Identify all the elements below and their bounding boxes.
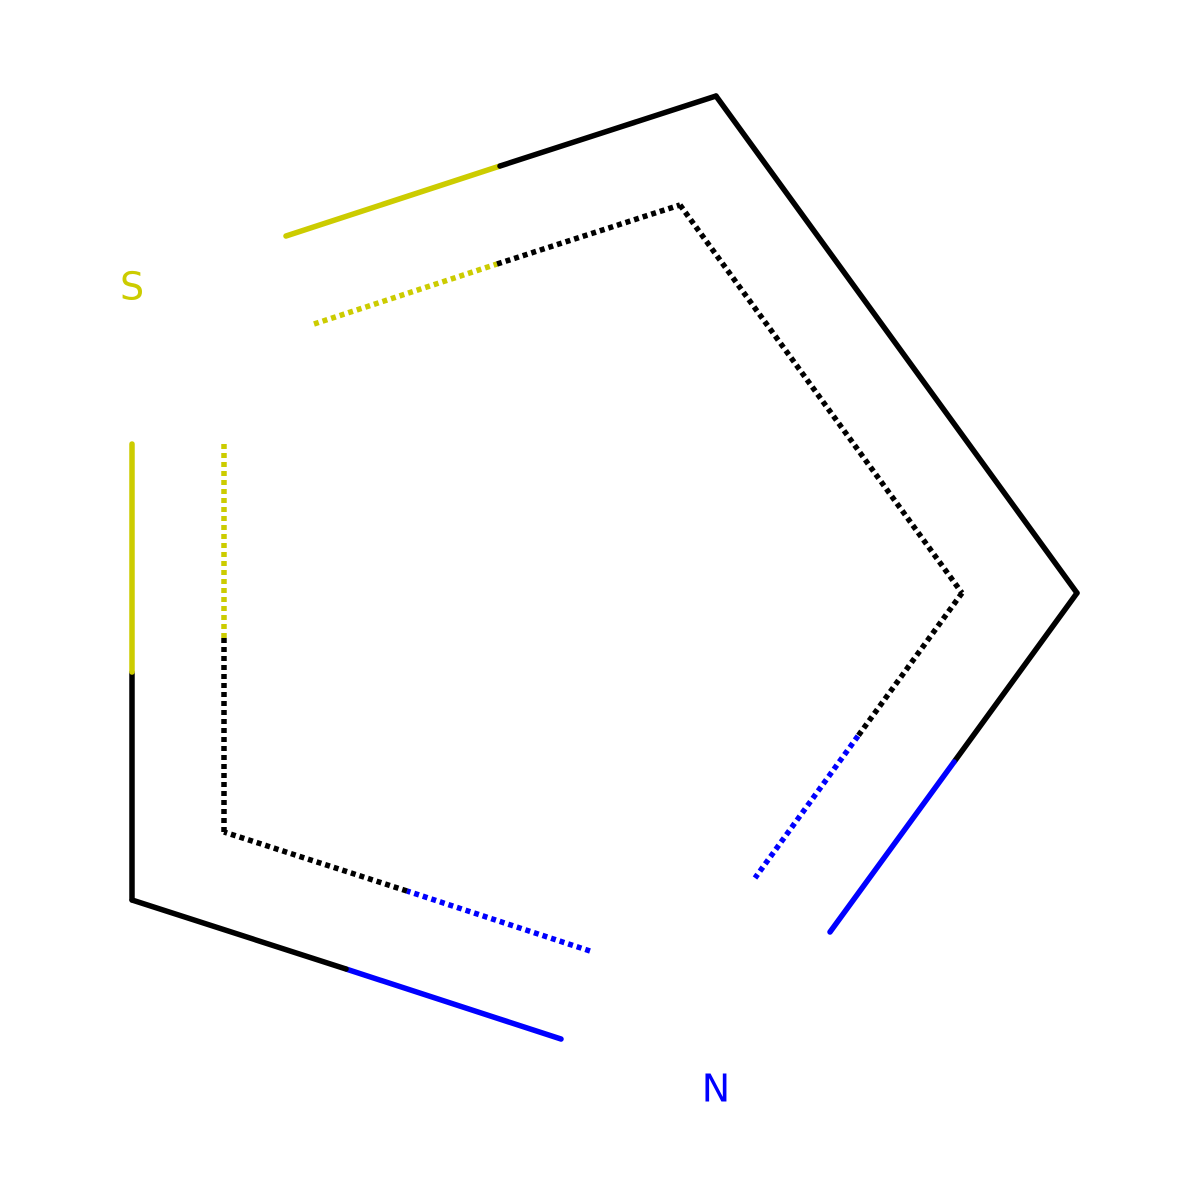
bond-s1-c2-inner-carbon-half	[496, 202, 681, 267]
bond-n4-c5-inner-nitrogen-half	[406, 888, 591, 954]
bond-s1-c2-outer-carbon-half	[497, 93, 719, 169]
bond-c3-n4-inner-nitrogen-half	[752, 734, 861, 880]
bond-c2-c3-outer	[713, 93, 1080, 596]
bond-c2-c3-inner	[677, 203, 965, 595]
bond-n4-c5-outer-nitrogen-half	[343, 966, 564, 1042]
bond-s1-c2	[283, 93, 719, 327]
bond-c2-c3	[677, 93, 1080, 596]
bond-s1-c2-outer-sulfur-half	[283, 163, 503, 239]
atom-label-sulfur: S	[120, 265, 144, 309]
bond-c3-n4-outer-nitrogen-half	[827, 759, 957, 935]
bond-c3-n4-inner-carbon-half	[855, 591, 965, 738]
bond-c3-n4-outer-carbon-half	[951, 590, 1080, 765]
bond-n4-c5-outer-carbon-half	[129, 897, 349, 972]
bond-s1-c2-inner-sulfur-half	[313, 261, 498, 327]
bond-n4-c5-inner-carbon-half	[223, 829, 408, 894]
bond-c3-n4	[752, 590, 1080, 935]
atom-label-nitrogen: N	[702, 1067, 730, 1111]
bond-n4-c5	[129, 829, 591, 1042]
bond-c5-s1	[129, 441, 227, 903]
